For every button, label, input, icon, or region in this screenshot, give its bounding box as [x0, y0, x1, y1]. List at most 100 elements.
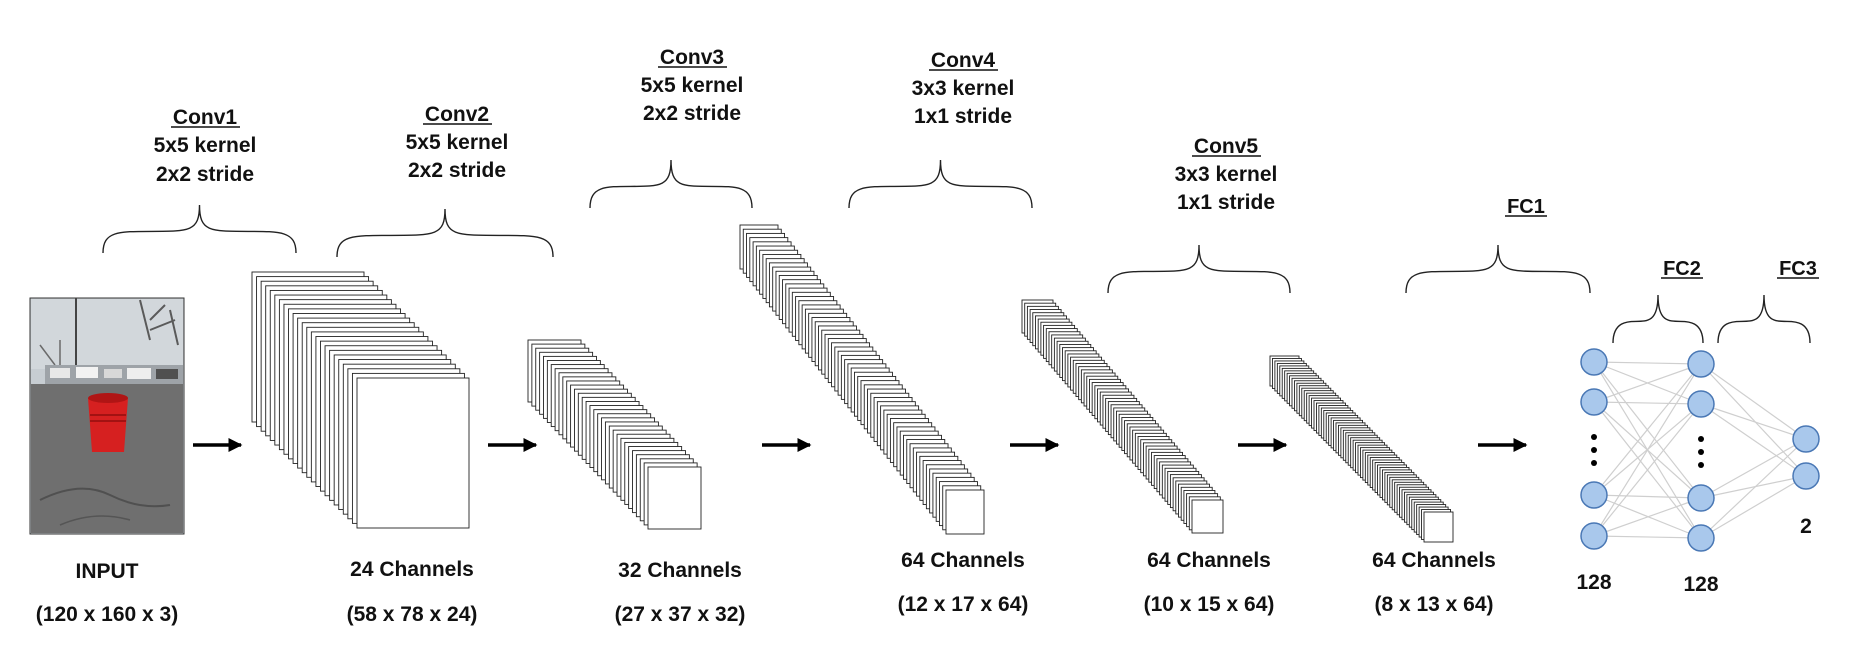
- fmap3-dims: (12 x 17 x 64): [898, 593, 1029, 616]
- fmap5-dims: (8 x 13 x 64): [1374, 593, 1493, 616]
- brace-7: [1612, 294, 1704, 344]
- conv3-header: Conv3 5x5 kernel 2x2 stride: [641, 46, 744, 125]
- fmap5-channels: 64 Channels: [1372, 549, 1496, 572]
- conv5-stride: 1x1 stride: [1177, 191, 1275, 214]
- brace-4: [848, 159, 1033, 209]
- brace-8: [1717, 294, 1811, 344]
- feature-map-slice: [1191, 499, 1224, 534]
- fc-edge: [1593, 363, 1702, 403]
- fc-edge: [1700, 363, 1807, 477]
- conv5-header: Conv5 3x3 kernel 1x1 stride: [1175, 135, 1278, 214]
- conv4-title: Conv4: [931, 49, 996, 72]
- input-caption: INPUT (120 x 160 x 3): [36, 560, 178, 626]
- brace-3: [589, 159, 753, 209]
- conv2-header: Conv2 5x5 kernel 2x2 stride: [406, 103, 509, 182]
- ellipsis-dot: [1698, 436, 1704, 442]
- conv3-stride: 2x2 stride: [643, 102, 741, 125]
- brace-6: [1405, 244, 1591, 294]
- fc1-header: FC1: [1505, 196, 1547, 218]
- fmap2-caption: 32 Channels (27 x 37 x 32): [615, 559, 746, 626]
- conv5-kernel: 3x3 kernel: [1175, 163, 1278, 186]
- fc-edge: [1700, 475, 1807, 499]
- fmap3-channels: 64 Channels: [901, 549, 1025, 572]
- neuron: [1687, 524, 1715, 552]
- brace-1: [102, 204, 297, 254]
- kernel-braces: [102, 159, 1811, 344]
- feature-map-slice: [945, 489, 985, 535]
- fmap1-caption: 24 Channels (58 x 78 x 24): [347, 558, 478, 626]
- neuron: [1580, 481, 1608, 509]
- feature-map-slice: [1423, 511, 1454, 543]
- neuron: [1580, 522, 1608, 550]
- conv1-title: Conv1: [173, 106, 238, 129]
- fc-edge: [1593, 401, 1702, 405]
- fmap4-caption: 64 Channels (10 x 15 x 64): [1144, 549, 1275, 616]
- feature-map-stack-1: [251, 271, 470, 529]
- neuron: [1687, 350, 1715, 378]
- brace-2: [336, 208, 554, 258]
- fc1-title: FC1: [1507, 196, 1545, 218]
- fc-edge: [1593, 363, 1702, 537]
- ellipsis-dot: [1698, 449, 1704, 455]
- fmap2-channels: 32 Channels: [618, 559, 742, 582]
- fmap1-dims: (58 x 78 x 24): [347, 603, 478, 626]
- ellipsis-dot: [1591, 434, 1597, 440]
- fc-edge: [1593, 361, 1702, 365]
- neuron: [1792, 462, 1820, 490]
- conv5-title: Conv5: [1194, 135, 1259, 158]
- fc-edge: [1700, 403, 1807, 477]
- ellipsis-dot: [1591, 447, 1597, 453]
- fc-edge: [1593, 403, 1702, 537]
- ellipsis-2: [1698, 436, 1704, 468]
- fc-edge: [1700, 403, 1807, 440]
- fmap3-caption: 64 Channels (12 x 17 x 64): [898, 549, 1029, 616]
- ellipsis-dot: [1591, 460, 1597, 466]
- conv3-title: Conv3: [660, 46, 724, 69]
- fc-output-count: 2: [1800, 515, 1812, 538]
- feature-map-slice: [647, 466, 702, 530]
- fc-edge: [1593, 363, 1702, 496]
- input-dims: (120 x 160 x 3): [36, 603, 178, 626]
- neuron: [1687, 390, 1715, 418]
- fmap1-channels: 24 Channels: [350, 558, 474, 581]
- input-label: INPUT: [76, 560, 139, 583]
- fully-connected-network: [1580, 348, 1820, 552]
- fc3-header: FC3: [1777, 258, 1819, 280]
- fc-edge: [1593, 535, 1702, 539]
- ellipsis-1: [1591, 434, 1597, 466]
- fmap4-channels: 64 Channels: [1147, 549, 1271, 572]
- feature-map-stack-5: [1269, 355, 1454, 543]
- fmap5-caption: 64 Channels (8 x 13 x 64): [1372, 549, 1496, 616]
- conv2-title: Conv2: [425, 103, 489, 126]
- fc-layer1-count: 128: [1576, 571, 1611, 594]
- fc-edge: [1593, 497, 1702, 537]
- conv2-stride: 2x2 stride: [408, 159, 506, 182]
- fc-edge: [1700, 438, 1807, 539]
- fc-edge: [1700, 363, 1807, 440]
- neuron: [1580, 388, 1608, 416]
- conv1-kernel: 5x5 kernel: [154, 134, 257, 157]
- brace-5: [1107, 244, 1291, 294]
- conv2-kernel: 5x5 kernel: [406, 131, 509, 154]
- feature-map-stack-4: [1021, 299, 1224, 534]
- neuron: [1687, 484, 1715, 512]
- fc-edges: [1593, 361, 1807, 539]
- conv1-stride: 2x2 stride: [156, 163, 254, 186]
- conv3-kernel: 5x5 kernel: [641, 74, 744, 97]
- neuron: [1580, 348, 1608, 376]
- fc-counts: 128 128 2: [1576, 515, 1811, 596]
- feature-map-stack-3: [739, 224, 985, 535]
- fc2-header: FC2: [1661, 258, 1703, 280]
- fc-edge: [1593, 494, 1702, 499]
- fc3-title: FC3: [1779, 258, 1817, 280]
- conv1-header: Conv1 5x5 kernel 2x2 stride: [154, 106, 257, 186]
- feature-map-stacks: [251, 224, 1454, 543]
- fc-neurons: [1580, 348, 1820, 552]
- ellipsis-dot: [1698, 462, 1704, 468]
- conv4-kernel: 3x3 kernel: [912, 77, 1015, 100]
- neuron: [1792, 425, 1820, 453]
- fmap2-dims: (27 x 37 x 32): [615, 603, 746, 626]
- feature-map-slice: [356, 377, 470, 529]
- fmap4-dims: (10 x 15 x 64): [1144, 593, 1275, 616]
